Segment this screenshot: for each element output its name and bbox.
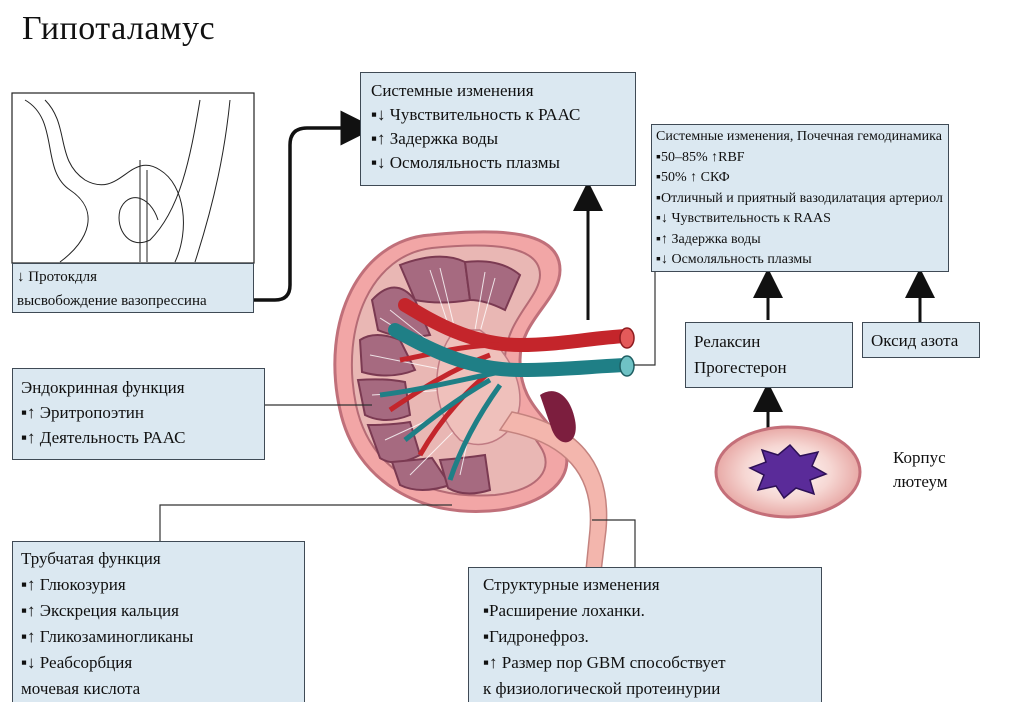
relaxin-label: Релаксин xyxy=(694,329,844,355)
tubular-item: ▪↑ Экскреция кальция xyxy=(21,598,296,624)
corpus-luteum-label: Корпус лютеум xyxy=(893,446,948,494)
hemodynamics-item: ▪Отличный и приятный вазодилатация артер… xyxy=(656,189,944,210)
systemic-item: ▪↑ Задержка воды xyxy=(371,127,625,151)
vessel-connector xyxy=(634,270,655,365)
endocrine-item: ▪↑ Эритропоэтин xyxy=(21,400,256,425)
tubular-heading: Трубчатая функция xyxy=(21,546,296,572)
systemic-item: ▪↓ Осмоляльность плазмы xyxy=(371,151,625,175)
tubular-item: ▪↓ Реабсорбция xyxy=(21,650,296,676)
tubular-connector xyxy=(160,505,452,541)
renal-hemodynamics-box: Системные изменения, Почечная гемодинами… xyxy=(651,124,949,272)
structural-item: ▪Расширение лоханки. xyxy=(483,598,807,624)
hemodynamics-item: ▪↑ Задержка воды xyxy=(656,230,944,251)
structural-heading: Структурные изменения xyxy=(483,572,807,598)
structural-item: к физиологической протеинурии xyxy=(483,676,807,702)
vasopressin-line-2: высвобождение вазопрессина xyxy=(17,290,249,314)
hemodynamics-item: ▪50–85% ↑RBF xyxy=(656,148,944,169)
structural-item: ▪Гидронефроз. xyxy=(483,624,807,650)
nitric-oxide-box: Оксид азота xyxy=(862,322,980,358)
tubular-item: ▪↑ Глюкозурия xyxy=(21,572,296,598)
hemodynamics-item: ▪↓ Осмоляльность плазмы xyxy=(656,250,944,271)
endocrine-heading: Эндокринная функция xyxy=(21,375,256,400)
tubular-function-box: Трубчатая функция ▪↑ Глюкозурия ▪↑ Экскр… xyxy=(12,541,305,702)
hemodynamics-item: ▪50% ↑ СКФ xyxy=(656,168,944,189)
structural-changes-box: Структурные изменения ▪Расширение лоханк… xyxy=(468,567,822,702)
endocrine-item: ▪↑ Деятельность РААС xyxy=(21,425,256,450)
relaxin-box: Релаксин Прогестерон xyxy=(685,322,853,388)
systemic-item: ▪↓ Чувствительность к РААС xyxy=(371,103,625,127)
hemodynamics-item: ▪↓ Чувствительность к RAAS xyxy=(656,209,944,230)
progesterone-label: Прогестерон xyxy=(694,355,844,381)
corpus-label-2: лютеум xyxy=(893,470,948,494)
tubular-item: ▪↑ Гликозаминогликаны xyxy=(21,624,296,650)
systemic-heading: Системные изменения xyxy=(371,79,625,103)
endocrine-function-box: Эндокринная функция ▪↑ Эритропоэтин ▪↑ Д… xyxy=(12,368,265,460)
tubular-item: мочевая кислота xyxy=(21,676,296,702)
corpus-luteum-illustration xyxy=(716,427,860,517)
nitric-oxide-label: Оксид азота xyxy=(871,328,971,353)
hemodynamics-heading: Системные изменения, Почечная гемодинами… xyxy=(656,127,944,148)
vasopressin-arrow xyxy=(254,128,358,300)
corpus-label-1: Корпус xyxy=(893,446,948,470)
vasopressin-line-1: ↓ Протокдля xyxy=(17,266,249,290)
systemic-changes-box: Системные изменения ▪↓ Чувствительность … xyxy=(360,72,636,186)
vasopressin-box: ↓ Протокдля высвобождение вазопрессина xyxy=(12,263,254,313)
structural-item: ▪↑ Размер пор GBM способствует xyxy=(483,650,807,676)
hypothalamus-sketch xyxy=(12,93,254,263)
